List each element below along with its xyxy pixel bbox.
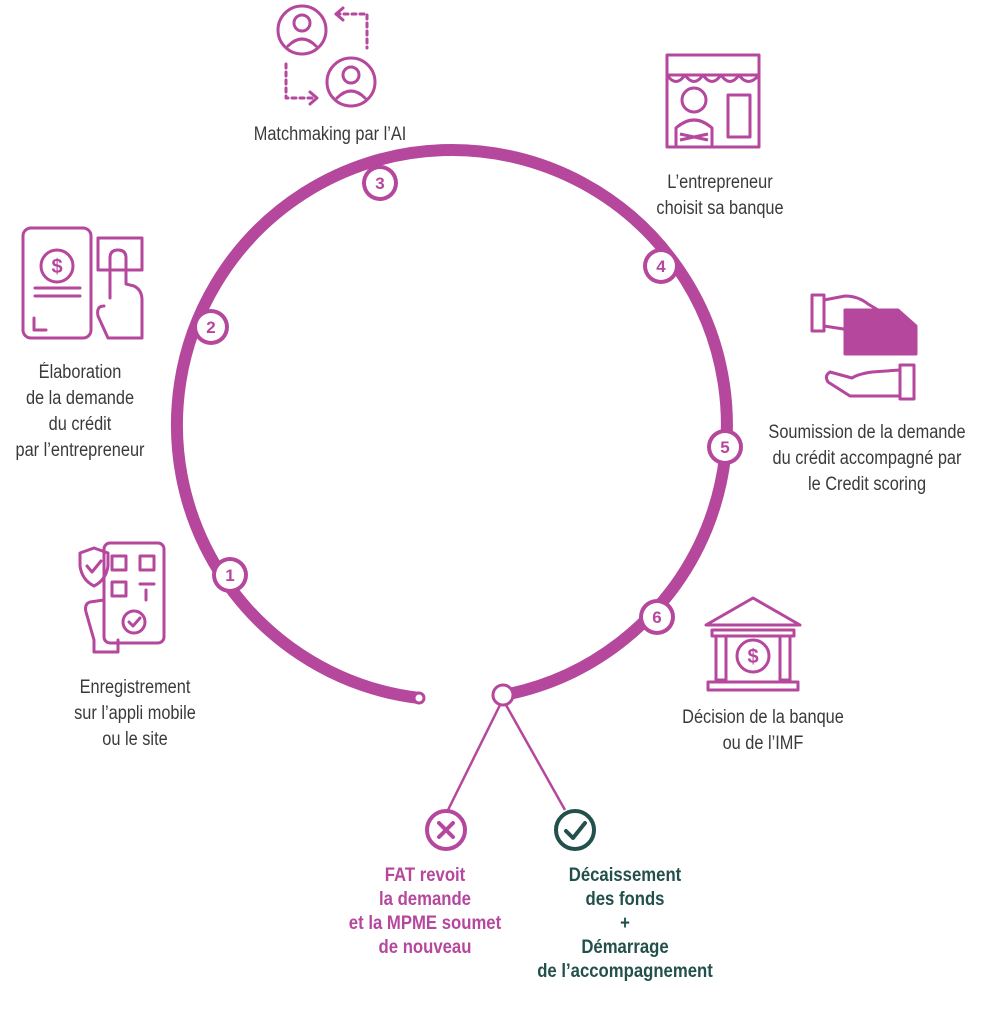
cycle-arc <box>170 143 733 704</box>
bank-dollar-icon: $ <box>704 596 802 692</box>
step-2-label: Élaboration de la demande du crédit par … <box>15 362 145 461</box>
step-marker-1: 1 <box>212 557 248 593</box>
step-marker-2: 2 <box>193 309 229 345</box>
outcome-rejected-label: FAT revoit la demande et la MPME soumet … <box>348 865 502 958</box>
phone-qr-shield-icon <box>78 541 166 654</box>
step-1-label: Enregistrement sur l’appli mobile ou le … <box>74 677 196 750</box>
step-marker-6: 6 <box>639 599 675 635</box>
step-marker-5: 5 <box>707 429 743 465</box>
hand-giving-document-icon <box>810 293 918 401</box>
svg-text:$: $ <box>51 256 62 278</box>
check-circle-icon <box>554 809 596 851</box>
branch-approved <box>504 704 567 811</box>
svg-text:$: $ <box>747 646 758 668</box>
decision-node <box>491 683 515 707</box>
step-marker-4: 4 <box>643 248 679 284</box>
svg-text:1: 1 <box>225 566 234 585</box>
step-5-label: Soumission de la demande du crédit accom… <box>768 422 966 495</box>
two-users-exchange-icon <box>276 4 377 108</box>
phone-dollar-hand-icon: $ <box>21 226 144 340</box>
cross-circle-icon <box>425 809 467 851</box>
svg-text:2: 2 <box>206 318 215 337</box>
svg-text:6: 6 <box>652 608 661 627</box>
branch-rejected <box>446 704 502 811</box>
svg-text:5: 5 <box>720 438 729 457</box>
shopkeeper-store-icon <box>665 53 761 149</box>
step-3-label: Matchmaking par l’AI <box>253 124 407 145</box>
svg-text:3: 3 <box>375 174 384 193</box>
outcome-approved-label: Décaissement des fonds + Démarrage de l’… <box>537 865 713 982</box>
step-4-label: L’entrepreneur choisit sa banque <box>656 172 784 219</box>
step-marker-3: 3 <box>362 165 398 201</box>
start-node <box>412 691 426 705</box>
svg-text:4: 4 <box>656 257 666 276</box>
step-6-label: Décision de la banque ou de l’IMF <box>682 707 844 754</box>
